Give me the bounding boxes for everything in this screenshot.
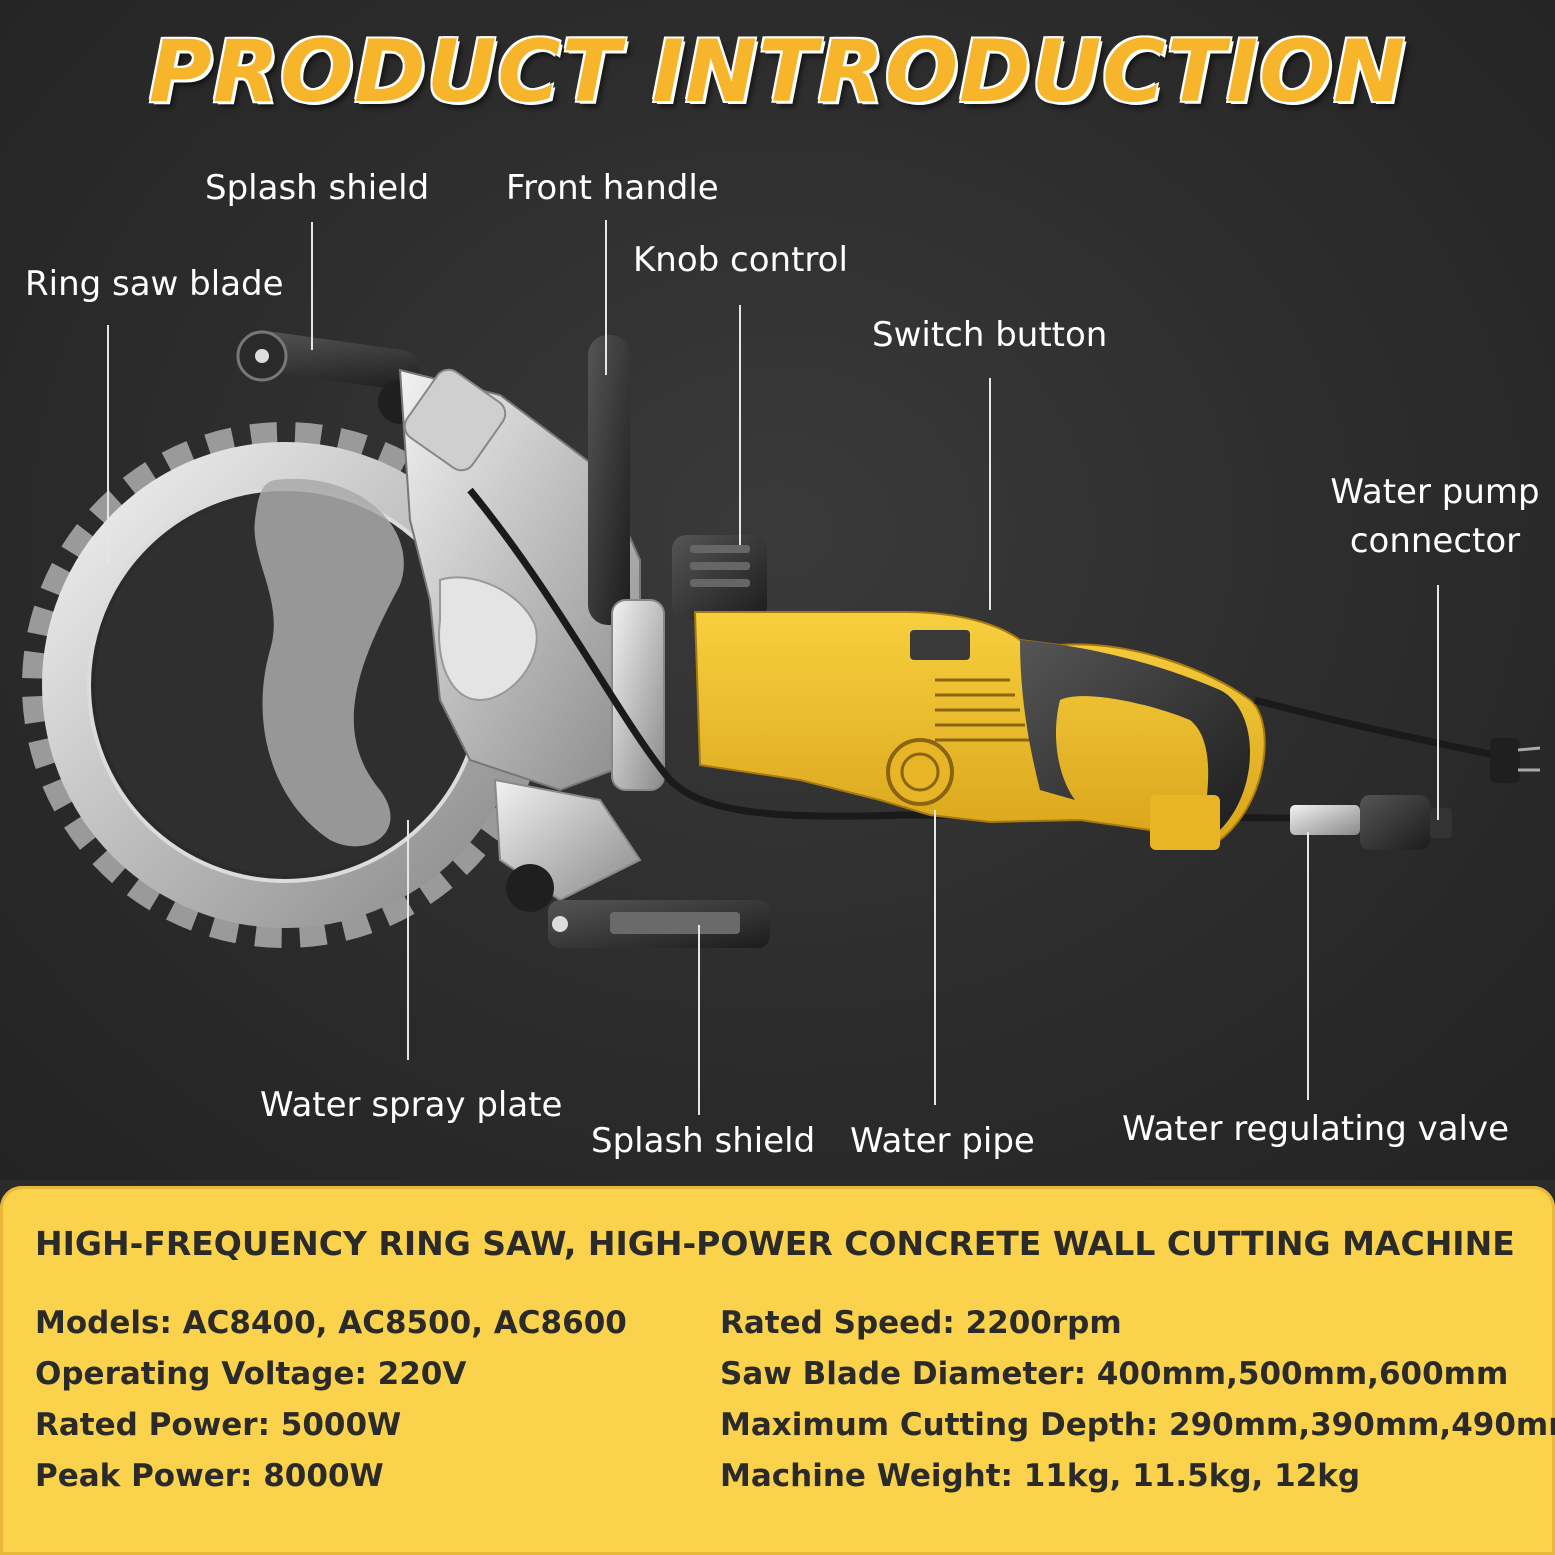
water-spray-plate-shape: [254, 478, 404, 847]
knob-control-shape: [672, 535, 767, 620]
metal-housing-shape: [398, 368, 641, 792]
motor-body-shape: [693, 611, 1266, 850]
specification-panel: HIGH-FREQUENCY RING SAW, HIGH-POWER CONC…: [0, 1186, 1555, 1555]
water-valve-connector-shape: [1290, 795, 1452, 850]
label-splash-shield-bottom: Splash shield: [591, 1121, 816, 1161]
spec-column-right: Rated Speed: 2200rpm Saw Blade Diameter:…: [720, 1298, 1555, 1502]
spec-rated-power: Rated Power: 5000W: [35, 1407, 402, 1443]
panel-heading: HIGH-FREQUENCY RING SAW, HIGH-POWER CONC…: [35, 1224, 1515, 1263]
ring-saw-illustration: [22, 220, 1541, 1115]
label-water-spray-plate: Water spray plate: [260, 1085, 563, 1125]
lower-splash-shield-shape: [493, 778, 770, 948]
label-splash-shield-top: Splash shield: [205, 168, 430, 208]
label-water-pipe: Water pipe: [850, 1121, 1035, 1161]
front-handle-shape: [588, 335, 665, 791]
water-pipe-shape: [467, 487, 1291, 822]
label-water-regulating-valve: Water regulating valve: [1122, 1109, 1510, 1149]
spec-peak-power: Peak Power: 8000W: [35, 1458, 384, 1494]
spec-operating-voltage: Operating Voltage: 220V: [35, 1356, 467, 1392]
spec-rated-speed: Rated Speed: 2200rpm: [720, 1305, 1122, 1341]
page-title: PRODUCT INTRODUCTION: [148, 22, 1407, 122]
label-knob-control: Knob control: [633, 240, 848, 280]
leader-lines: [107, 220, 1439, 1115]
label-water-pump-connector-line1: Water pump: [1330, 472, 1540, 512]
spec-models: Models: AC8400, AC8500, AC8600: [35, 1305, 627, 1341]
upper-splash-shield-shape: [236, 330, 422, 424]
spec-max-cutting-depth: Maximum Cutting Depth: 290mm,390mm,490mm: [720, 1407, 1555, 1443]
power-cord-shape: [1254, 696, 1541, 783]
label-front-handle: Front handle: [506, 168, 719, 208]
label-water-pump-connector-line2: connector: [1349, 521, 1521, 561]
label-ring-saw-blade: Ring saw blade: [25, 264, 284, 304]
spec-column-left: Models: AC8400, AC8500, AC8600 Operating…: [35, 1298, 627, 1502]
spec-machine-weight: Machine Weight: 11kg, 11.5kg, 12kg: [720, 1458, 1361, 1494]
spec-saw-blade-diameter: Saw Blade Diameter: 400mm,500mm,600mm: [720, 1356, 1509, 1392]
label-switch-button: Switch button: [872, 315, 1108, 355]
